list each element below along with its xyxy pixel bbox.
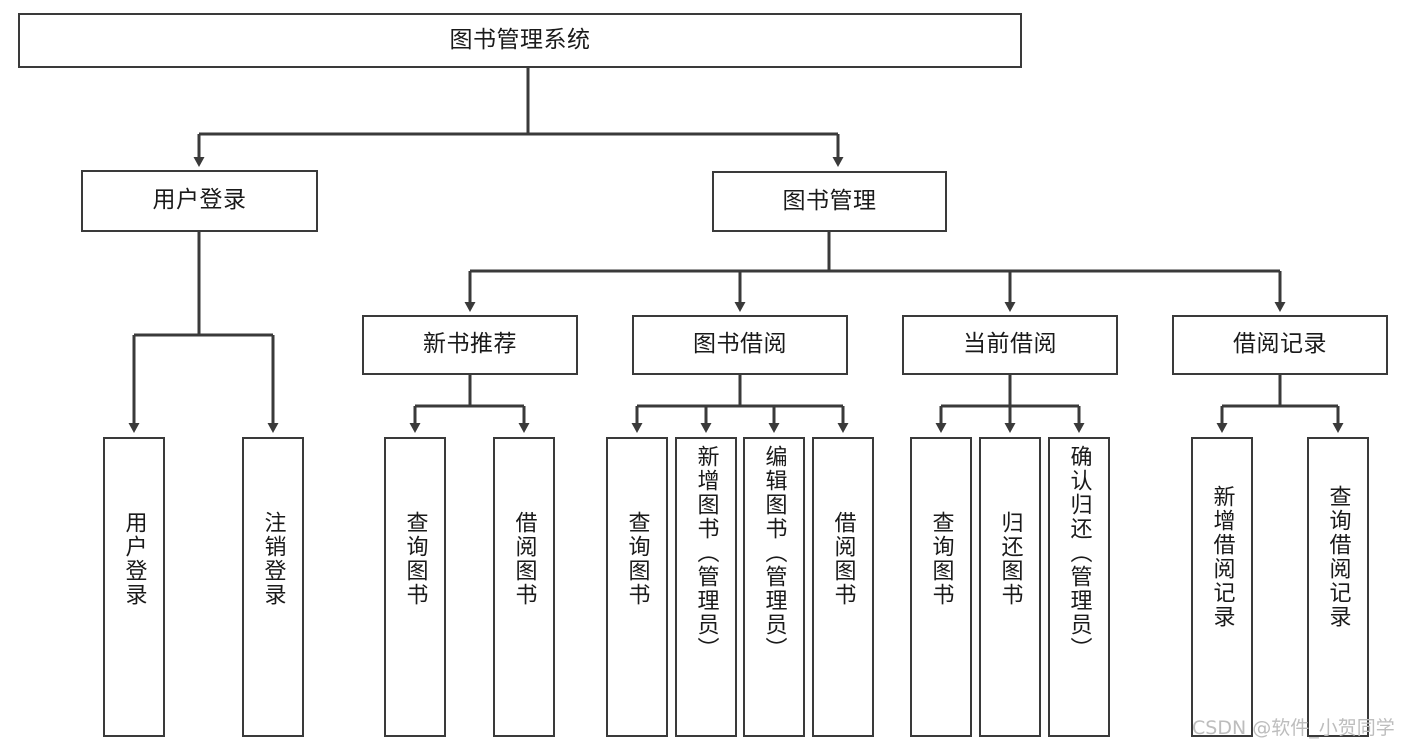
- node-label: 查询图书: [624, 511, 650, 607]
- node-leaf-query-borrow-record[interactable]: 查询借阅记录: [1307, 437, 1369, 737]
- node-leaf-borrow-book-recommend[interactable]: 借阅图书: [493, 437, 555, 737]
- node-leaf-return-book[interactable]: 归还图书: [979, 437, 1041, 737]
- node-label: 新增图书（管理员）: [693, 445, 719, 661]
- node-leaf-borrow-book[interactable]: 借阅图书: [812, 437, 874, 737]
- node-label: 注销登录: [260, 511, 286, 607]
- node-label: 编辑图书（管理员）: [761, 445, 787, 661]
- node-label: 查询借阅记录: [1325, 485, 1351, 629]
- node-leaf-logout[interactable]: 注销登录: [242, 437, 304, 737]
- node-label: 用户登录: [121, 511, 147, 607]
- node-leaf-edit-book[interactable]: 编辑图书（管理员）: [743, 437, 805, 737]
- csdn-watermark: CSDN @软件_小贺同学: [1192, 717, 1395, 739]
- node-root-book-management-system[interactable]: 图书管理系统: [18, 13, 1022, 68]
- node-label: 图书借阅: [693, 331, 787, 358]
- node-leaf-query-book-recommend[interactable]: 查询图书: [384, 437, 446, 737]
- node-book-borrow[interactable]: 图书借阅: [632, 315, 848, 375]
- node-label: 借阅记录: [1233, 331, 1327, 358]
- node-leaf-add-book[interactable]: 新增图书（管理员）: [675, 437, 737, 737]
- node-leaf-add-borrow-record[interactable]: 新增借阅记录: [1191, 437, 1253, 737]
- node-label: 图书管理系统: [449, 26, 591, 53]
- node-label: 当前借阅: [963, 331, 1057, 358]
- node-label: 新增借阅记录: [1209, 485, 1235, 629]
- node-label: 归还图书: [997, 511, 1023, 607]
- node-book-management[interactable]: 图书管理: [712, 171, 947, 232]
- node-label: 借阅图书: [511, 511, 537, 607]
- node-user-login[interactable]: 用户登录: [81, 170, 318, 232]
- node-label: 确认归还（管理员）: [1066, 445, 1092, 661]
- node-leaf-query-book-borrow[interactable]: 查询图书: [606, 437, 668, 737]
- node-new-book-recommend[interactable]: 新书推荐: [362, 315, 578, 375]
- node-label: 用户登录: [152, 187, 247, 214]
- node-label: 新书推荐: [423, 331, 517, 358]
- node-borrow-record[interactable]: 借阅记录: [1172, 315, 1388, 375]
- node-label: 查询图书: [928, 511, 954, 607]
- node-label: 查询图书: [402, 511, 428, 607]
- node-label: 图书管理: [782, 187, 877, 214]
- node-leaf-confirm-return[interactable]: 确认归还（管理员）: [1048, 437, 1110, 737]
- node-current-borrow[interactable]: 当前借阅: [902, 315, 1118, 375]
- node-leaf-user-login[interactable]: 用户登录: [103, 437, 165, 737]
- node-label: 借阅图书: [830, 511, 856, 607]
- node-leaf-query-book-current[interactable]: 查询图书: [910, 437, 972, 737]
